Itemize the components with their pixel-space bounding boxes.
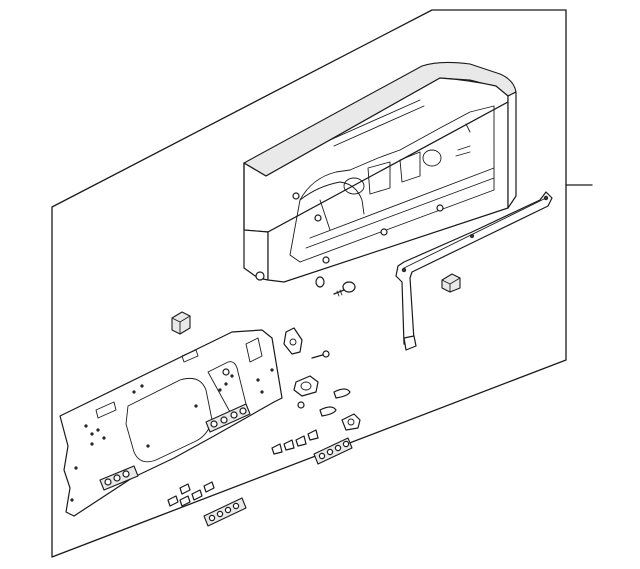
cluster-housing	[243, 61, 517, 283]
connector-block-lower	[203, 497, 247, 527]
bulb-socket	[293, 375, 319, 397]
bulbs	[297, 388, 361, 431]
clip	[441, 273, 461, 293]
circuit-board	[59, 329, 283, 517]
mounting-bracket	[395, 191, 553, 351]
clip-left	[171, 311, 191, 335]
screw	[315, 276, 356, 297]
connector-small	[283, 327, 303, 355]
small-bulbs-row	[271, 429, 319, 455]
connector-block	[313, 437, 353, 465]
lower-bulbs	[167, 481, 215, 507]
screw-board	[311, 350, 330, 359]
